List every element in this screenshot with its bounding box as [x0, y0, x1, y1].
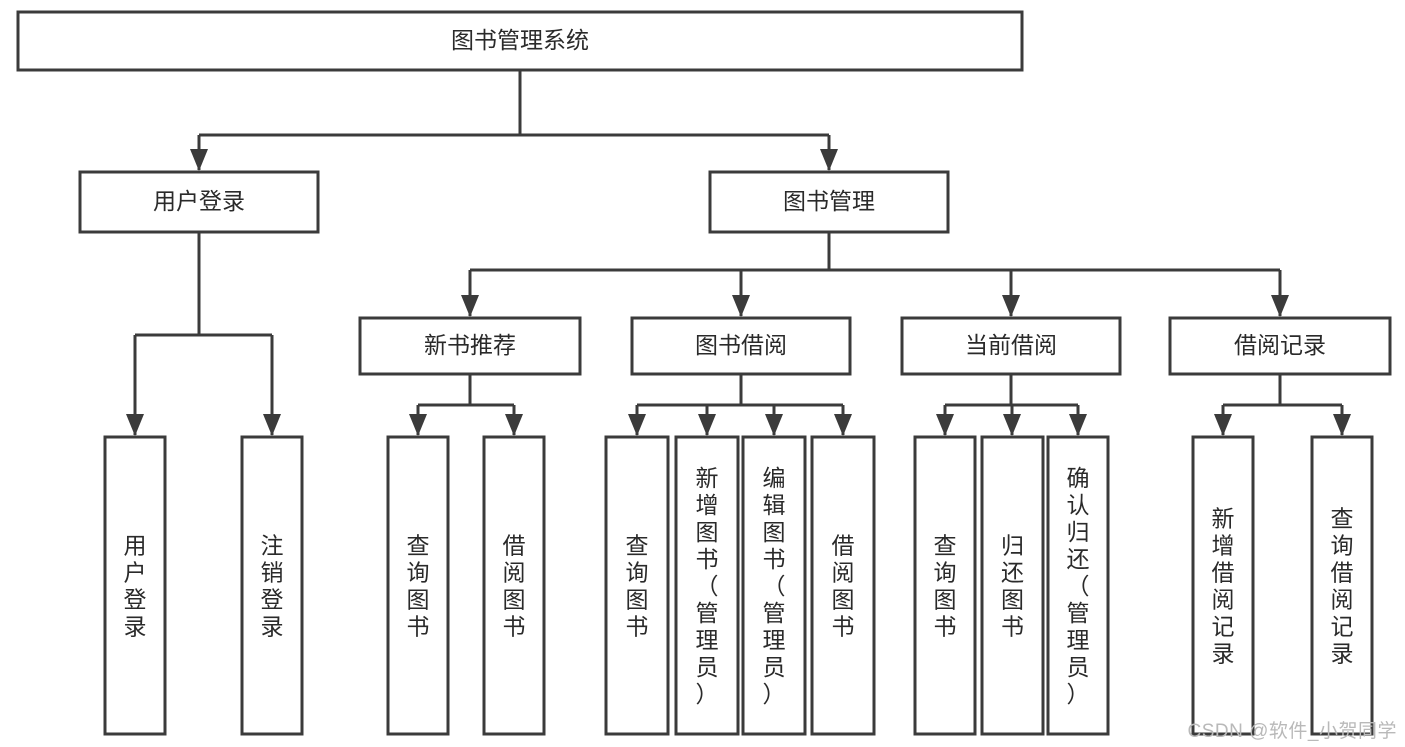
node-leaf-logout[interactable]: 注销登录: [240, 435, 304, 736]
node-book-manage[interactable]: 图书管理: [708, 170, 950, 234]
arrow-to-new-book-recommend: [461, 295, 479, 317]
node-leaf-add-record[interactable]: 新增借阅记录: [1191, 435, 1255, 736]
node-user-login-label: 用户登录: [153, 188, 245, 214]
node-leaf-add-record-label: 新增借阅记录: [1212, 506, 1235, 667]
node-book-borrow-label: 图书借阅: [695, 332, 787, 358]
arrow-to-leaf-query-book-3: [936, 414, 954, 436]
node-leaf-query-record-box[interactable]: [1310, 435, 1374, 736]
node-current-borrow[interactable]: 当前借阅: [900, 316, 1122, 376]
node-leaf-query-book-3-label: 查询图书: [934, 533, 957, 640]
arrow-to-user-login: [190, 149, 208, 171]
node-leaf-user-login-box[interactable]: [103, 435, 167, 736]
node-leaf-return-book-label: 归还图书: [1001, 533, 1024, 640]
arrow-to-leaf-edit-book: [765, 414, 783, 436]
node-leaf-add-book-label: 新增图书（管理员）: [696, 465, 719, 707]
node-leaf-borrow-book-2-box[interactable]: [810, 435, 876, 736]
node-user-login[interactable]: 用户登录: [78, 170, 320, 234]
node-leaf-query-book-3-box[interactable]: [913, 435, 977, 736]
node-user-login-box[interactable]: [78, 170, 320, 234]
node-leaf-query-book-1[interactable]: 查询图书: [386, 435, 450, 736]
node-leaf-borrow-book-1-box[interactable]: [482, 435, 546, 736]
node-leaf-confirm-return[interactable]: 确认归还（管理员）: [1046, 435, 1110, 736]
node-root-system-box[interactable]: [16, 10, 1024, 72]
arrow-to-leaf-return-book: [1003, 414, 1021, 436]
arrow-to-leaf-borrow-book-1: [505, 414, 523, 436]
node-leaf-add-book-box[interactable]: [674, 435, 740, 736]
arrow-to-leaf-add-book: [698, 414, 716, 436]
node-leaf-borrow-book-1-label: 借阅图书: [503, 533, 526, 640]
node-new-book-recommend-label: 新书推荐: [424, 332, 516, 358]
node-leaf-query-book-2[interactable]: 查询图书: [604, 435, 670, 736]
node-borrow-record-label: 借阅记录: [1234, 332, 1326, 358]
node-leaf-user-login[interactable]: 用户登录: [103, 435, 167, 736]
node-leaf-logout-box[interactable]: [240, 435, 304, 736]
arrow-to-leaf-add-record: [1214, 414, 1232, 436]
node-book-manage-box[interactable]: [708, 170, 950, 234]
node-root-system[interactable]: 图书管理系统: [16, 10, 1024, 72]
node-leaf-edit-book-box[interactable]: [741, 435, 807, 736]
node-current-borrow-label: 当前借阅: [965, 332, 1057, 358]
arrow-to-leaf-logout: [263, 414, 281, 436]
connectors-layer: [126, 70, 1351, 436]
node-new-book-recommend-box[interactable]: [358, 316, 582, 376]
node-borrow-record-box[interactable]: [1168, 316, 1392, 376]
nodes-layer: 图书管理系统用户登录图书管理新书推荐图书借阅当前借阅借阅记录用户登录注销登录查询…: [16, 10, 1392, 736]
node-leaf-confirm-return-box[interactable]: [1046, 435, 1110, 736]
node-leaf-add-book[interactable]: 新增图书（管理员）: [674, 435, 740, 736]
node-book-manage-label: 图书管理: [783, 188, 875, 214]
node-leaf-borrow-book-2[interactable]: 借阅图书: [810, 435, 876, 736]
node-leaf-user-login-label: 用户登录: [124, 533, 147, 640]
node-leaf-return-book[interactable]: 归还图书: [980, 435, 1045, 736]
node-leaf-query-record-label: 查询借阅记录: [1331, 506, 1354, 667]
node-leaf-query-book-1-label: 查询图书: [407, 533, 430, 640]
node-leaf-query-book-2-label: 查询图书: [626, 533, 649, 640]
node-current-borrow-box[interactable]: [900, 316, 1122, 376]
node-borrow-record[interactable]: 借阅记录: [1168, 316, 1392, 376]
node-leaf-borrow-book-2-label: 借阅图书: [832, 533, 855, 640]
node-new-book-recommend[interactable]: 新书推荐: [358, 316, 582, 376]
node-leaf-return-book-box[interactable]: [980, 435, 1045, 736]
arrow-to-leaf-query-book-2: [628, 414, 646, 436]
arrow-to-leaf-confirm-return: [1069, 414, 1087, 436]
arrow-to-leaf-user-login: [126, 414, 144, 436]
node-leaf-query-book-1-box[interactable]: [386, 435, 450, 736]
arrow-to-borrow-record: [1271, 295, 1289, 317]
node-leaf-edit-book-label: 编辑图书（管理员）: [763, 465, 786, 707]
node-book-borrow-box[interactable]: [630, 316, 852, 376]
node-leaf-query-book-3[interactable]: 查询图书: [913, 435, 977, 736]
node-leaf-logout-label: 注销登录: [261, 533, 284, 640]
node-leaf-query-book-2-box[interactable]: [604, 435, 670, 736]
arrow-to-book-manage: [820, 149, 838, 171]
node-leaf-confirm-return-label: 确认归还（管理员）: [1067, 465, 1090, 707]
arrow-to-book-borrow: [732, 295, 750, 317]
node-leaf-add-record-box[interactable]: [1191, 435, 1255, 736]
arrow-to-leaf-borrow-book-2: [834, 414, 852, 436]
arrow-to-leaf-query-book-1: [409, 414, 427, 436]
watermark-label: CSDN @软件_小贺同学: [1187, 721, 1397, 742]
node-root-system-label: 图书管理系统: [451, 27, 589, 53]
arrow-to-current-borrow: [1002, 295, 1020, 317]
node-leaf-borrow-book-1[interactable]: 借阅图书: [482, 435, 546, 736]
node-book-borrow[interactable]: 图书借阅: [630, 316, 852, 376]
node-leaf-edit-book[interactable]: 编辑图书（管理员）: [741, 435, 807, 736]
arrow-to-leaf-query-record: [1333, 414, 1351, 436]
node-leaf-query-record[interactable]: 查询借阅记录: [1310, 435, 1374, 736]
